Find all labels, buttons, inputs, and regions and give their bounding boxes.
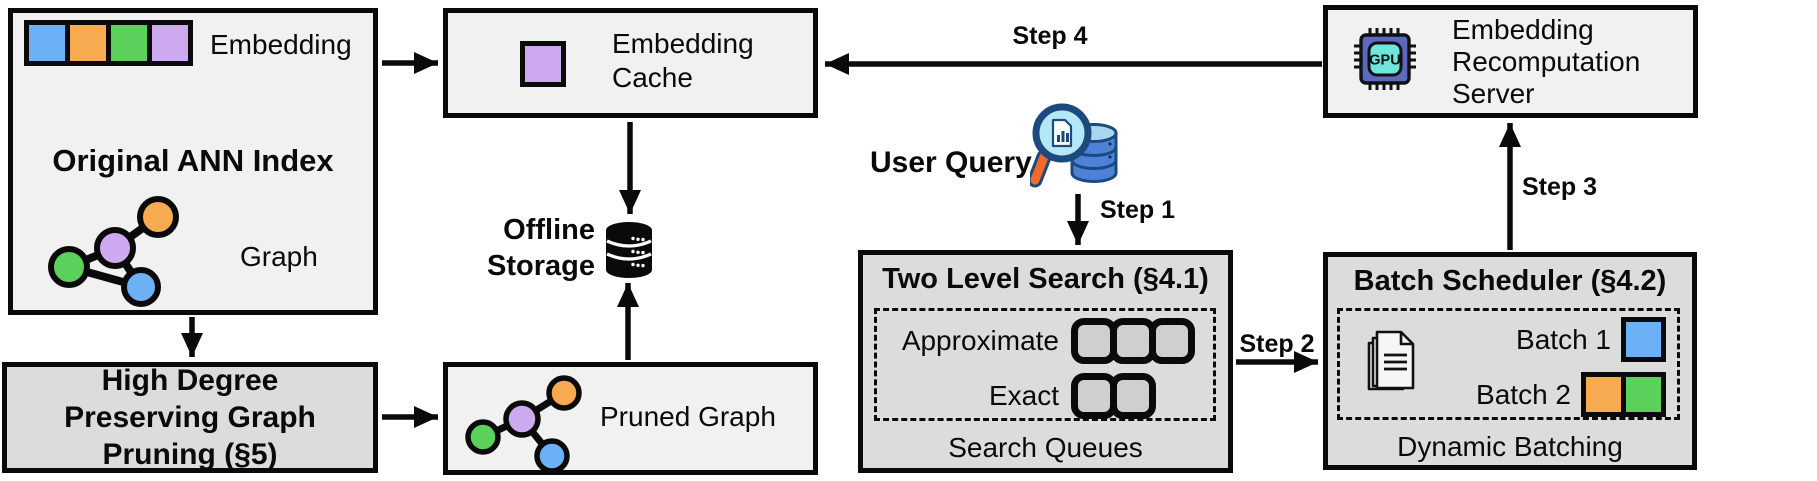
two-level-search-title: Two Level Search (§4.1) (882, 263, 1209, 295)
step-3-label: Step 3 (1522, 173, 1598, 201)
recomputation-server-title: Embedding Recomputation Server (1452, 14, 1641, 109)
approximate-queue-slots (1071, 318, 1195, 364)
embedding-cell (147, 20, 193, 66)
exact-queue-row: Exact (887, 373, 1205, 419)
step-4-label: Step 4 (1012, 22, 1088, 50)
queue-slot (1071, 373, 1117, 419)
batch-scheduler-title: Batch Scheduler (§4.2) (1353, 265, 1667, 297)
batch-item-square (1621, 317, 1666, 362)
approximate-label: Approximate (901, 325, 1059, 356)
gpu-chip-label: GPU (1369, 53, 1400, 69)
offline-storage-label: Offline Storage (487, 214, 595, 282)
graph-pruning-box: High Degree Preserving Graph Pruning (§5… (2, 362, 378, 473)
batch-rows: Batch 1 Batch 2 (1448, 317, 1666, 417)
original-ann-index-box: Embedding Original ANN Index Graph (8, 8, 378, 315)
queue-slot (1149, 318, 1195, 364)
dynamic-batching-panel (1337, 308, 1680, 420)
embedding-cell (24, 20, 70, 66)
recomputation-server-box: GPU Embedding Recomputation Server (1323, 5, 1698, 118)
batch-2-items (1581, 372, 1666, 417)
two-level-search-box: Two Level Search (§4.1) Approximate Exac… (858, 250, 1233, 473)
exact-label: Exact (988, 380, 1059, 411)
search-queues-caption: Search Queues (948, 432, 1143, 463)
embedding-cache-title: Embedding Cache (612, 28, 754, 93)
search-queues-panel: Approximate Exact (874, 308, 1216, 421)
batch-2-row: Batch 2 (1448, 372, 1666, 417)
original-graph-icon (48, 196, 179, 307)
database-cylinder-icon (606, 222, 652, 278)
pruned-graph-icon (465, 375, 582, 473)
queue-slot (1110, 373, 1156, 419)
batch-scheduler-box: Batch Scheduler (§4.2) Batch 1 Batch 2 (1323, 252, 1697, 470)
embedding-label: Embedding (210, 29, 352, 60)
graph-label: Graph (240, 241, 318, 272)
graph-pruning-title: High Degree Preserving Graph Pruning (§5… (64, 364, 316, 471)
batch-1-label: Batch 1 (1516, 323, 1611, 355)
batch-1-row: Batch 1 (1448, 317, 1666, 362)
exact-queue-slots (1071, 373, 1156, 419)
document-stack-icon (1367, 330, 1415, 391)
batch-2-label: Batch 2 (1476, 378, 1571, 410)
embedding-cell (106, 20, 152, 66)
step-2-label: Step 2 (1239, 330, 1315, 358)
batch-item-square (1621, 372, 1666, 417)
embedding-cache-box: Embedding Cache (443, 8, 818, 118)
pruned-graph-label: Pruned Graph (600, 401, 776, 432)
batch-1-items (1621, 317, 1666, 362)
magnifier-database-icon (1030, 103, 1118, 188)
queue-slot (1110, 318, 1156, 364)
dynamic-batching-caption: Dynamic Batching (1397, 431, 1623, 462)
embedding-cell (65, 20, 111, 66)
cached-embedding-square (520, 41, 566, 87)
user-query-label: User Query (870, 146, 1032, 179)
pruned-graph-box: Pruned Graph (443, 362, 818, 475)
approximate-queue-row: Approximate (887, 318, 1205, 364)
gpu-chip-icon: GPU (1354, 28, 1416, 90)
batch-item-square (1581, 372, 1626, 417)
step-1-label: Step 1 (1100, 196, 1176, 224)
embedding-vector-strip (24, 20, 193, 66)
ann-index-title: Original ANN Index (52, 143, 334, 178)
